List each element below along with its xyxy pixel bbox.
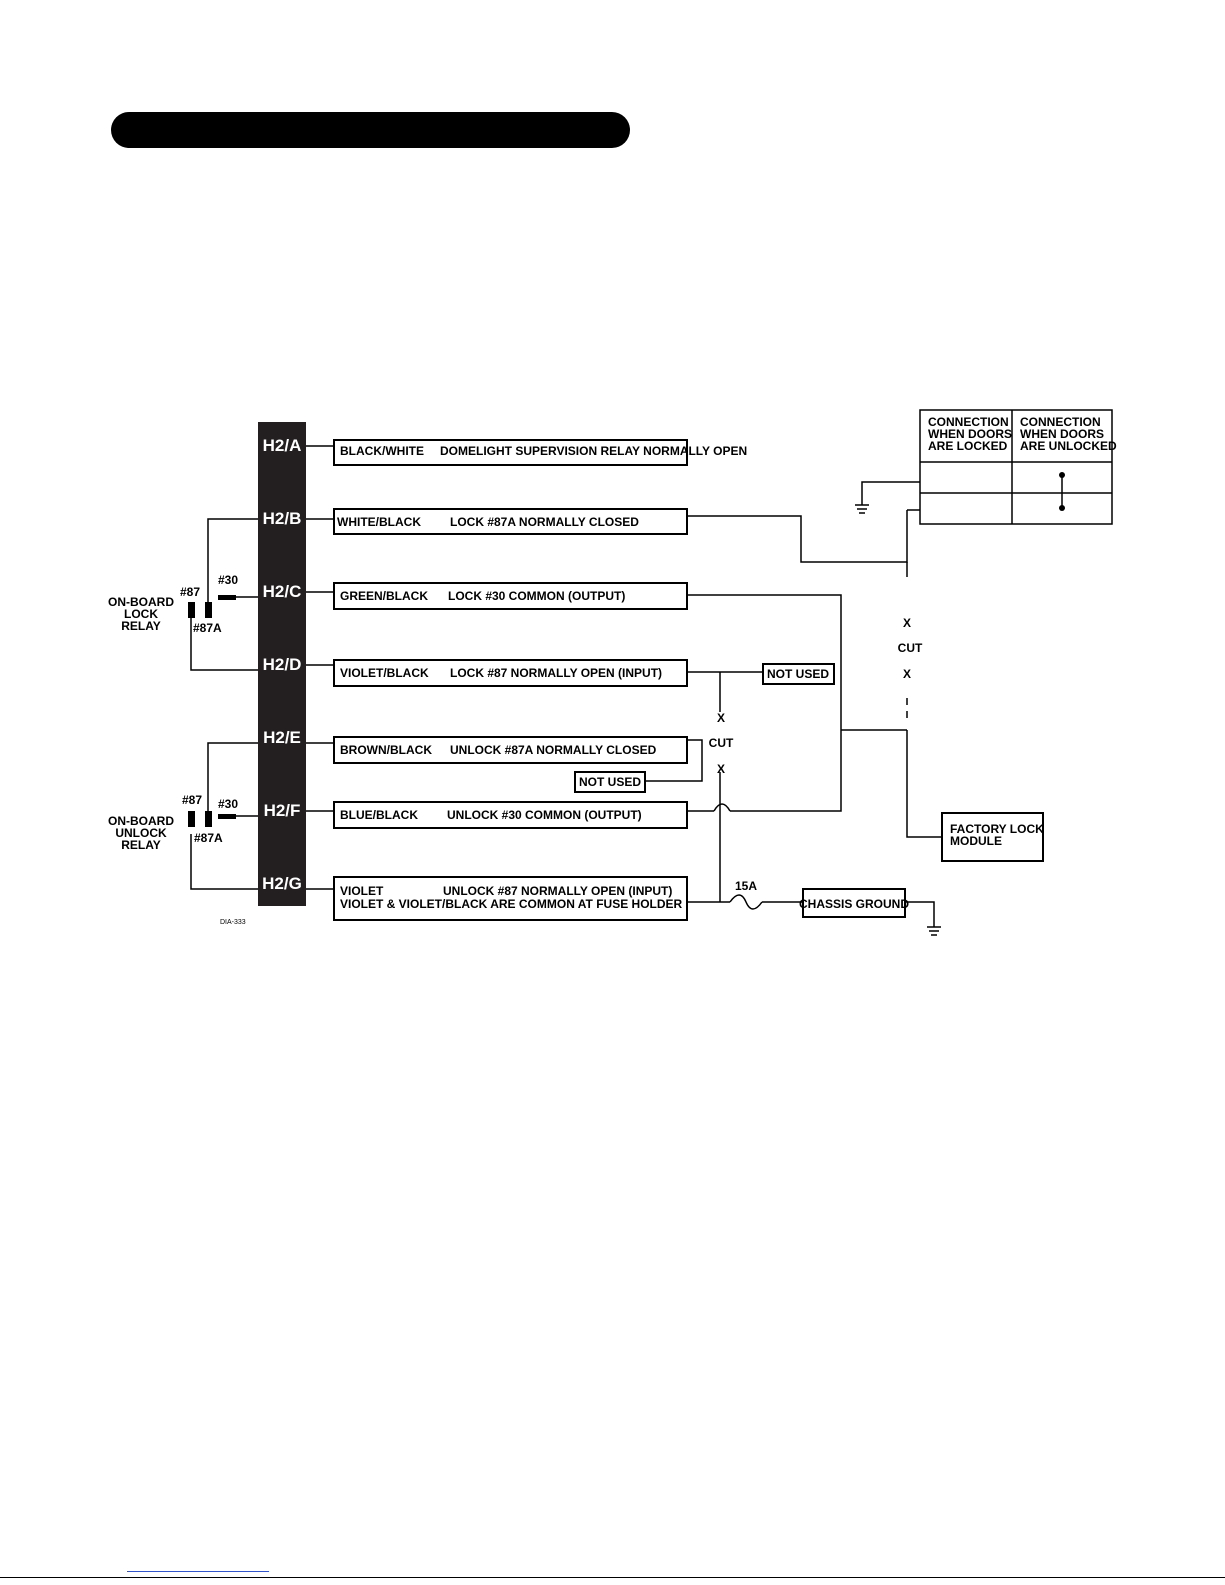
factory-module-line2: MODULE xyxy=(950,834,1002,848)
lock-relay-label-2: LOCK xyxy=(124,607,158,621)
wire-function-a: DOMELIGHT SUPERVISION RELAY NORMALLY OPE… xyxy=(440,444,747,458)
cut-x-top-lower: X xyxy=(903,667,911,681)
wire-color-d: VIOLET/BLACK xyxy=(340,666,429,680)
figure-id: DIA-333 xyxy=(220,919,246,926)
unlock-relay-30-contact xyxy=(218,814,236,819)
cut-label-violet: CUT xyxy=(709,736,734,750)
lock-relay-pin87: #87 xyxy=(180,585,200,599)
footer-link-underline xyxy=(127,1571,269,1572)
truth-table-col1-line2: WHEN DOORS xyxy=(928,427,1012,441)
wire-function-g: UNLOCK #87 NORMALLY OPEN (INPUT) xyxy=(443,884,672,898)
wire-note-g: VIOLET & VIOLET/BLACK ARE COMMON AT FUSE… xyxy=(340,897,683,911)
not-used-label-lock: NOT USED xyxy=(767,667,829,681)
unlock-relay-pin87a: #87A xyxy=(194,831,223,845)
wire-function-e: UNLOCK #87A NORMALLY CLOSED xyxy=(450,743,657,757)
unlock-relay-87-contact xyxy=(188,811,195,827)
lock-relay-87a-contact xyxy=(205,602,212,618)
pin-label-e: H2/E xyxy=(263,728,301,747)
fuse-rating: 15A xyxy=(735,879,757,893)
wire-function-c: LOCK #30 COMMON (OUTPUT) xyxy=(448,589,625,603)
unlock-relay-label-3: RELAY xyxy=(121,838,161,852)
wire-color-c: GREEN/BLACK xyxy=(340,589,428,603)
cut-x-violet-lower: X xyxy=(717,762,725,776)
wire-function-b: LOCK #87A NORMALLY CLOSED xyxy=(450,515,639,529)
wire-color-g: VIOLET xyxy=(340,884,384,898)
factory-module-line1: FACTORY LOCK xyxy=(950,822,1044,836)
wire-color-e: BROWN/BLACK xyxy=(340,743,432,757)
lock-relay-pin87a: #87A xyxy=(193,621,222,635)
pin-label-b: H2/B xyxy=(263,509,302,528)
lock-relay-pin30: #30 xyxy=(218,573,238,587)
connector-block xyxy=(258,422,306,906)
cut-x-top-upper: X xyxy=(903,616,911,630)
pin-label-g: H2/G xyxy=(262,874,302,893)
lock-relay-label-1: ON-BOARD xyxy=(108,595,174,609)
truth-table-col1-line3: ARE LOCKED xyxy=(928,439,1008,453)
unlock-relay-pin87: #87 xyxy=(182,793,202,807)
footer-rule xyxy=(0,1577,1225,1578)
wire-color-f: BLUE/BLACK xyxy=(340,808,418,822)
wire-color-b: WHITE/BLACK xyxy=(337,515,421,529)
wire-function-d: LOCK #87 NORMALLY OPEN (INPUT) xyxy=(450,666,662,680)
chassis-ground-label: CHASSIS GROUND xyxy=(799,897,909,911)
pin-label-f: H2/F xyxy=(264,801,301,820)
unlock-relay-pin30: #30 xyxy=(218,797,238,811)
cut-x-violet-upper: X xyxy=(717,711,725,725)
cut-label-module: CUT xyxy=(898,641,923,655)
lock-relay-label-3: RELAY xyxy=(121,619,161,633)
not-used-label-unlock: NOT USED xyxy=(579,775,641,789)
lock-relay-30-contact xyxy=(218,595,236,600)
unlock-relay-label-1: ON-BOARD xyxy=(108,814,174,828)
unlock-relay-label-2: UNLOCK xyxy=(115,826,167,840)
pin-label-a: H2/A xyxy=(263,436,302,455)
truth-table-col1-line1: CONNECTION xyxy=(928,415,1009,429)
pin-label-d: H2/D xyxy=(263,655,302,674)
pin-label-c: H2/C xyxy=(263,582,302,601)
section-title-bar xyxy=(111,112,630,148)
truth-table-col2-line3: ARE UNLOCKED xyxy=(1020,439,1117,453)
unlock-relay-87a-contact xyxy=(205,811,212,827)
truth-table-contact-dot-top xyxy=(1059,472,1065,478)
truth-table-col2-line2: WHEN DOORS xyxy=(1020,427,1104,441)
truth-table-contact-dot-bottom xyxy=(1059,505,1065,511)
wire-color-a: BLACK/WHITE xyxy=(340,444,424,458)
wire-function-f: UNLOCK #30 COMMON (OUTPUT) xyxy=(447,808,642,822)
truth-table-col2-line1: CONNECTION xyxy=(1020,415,1101,429)
lock-relay-87-contact xyxy=(188,602,195,618)
